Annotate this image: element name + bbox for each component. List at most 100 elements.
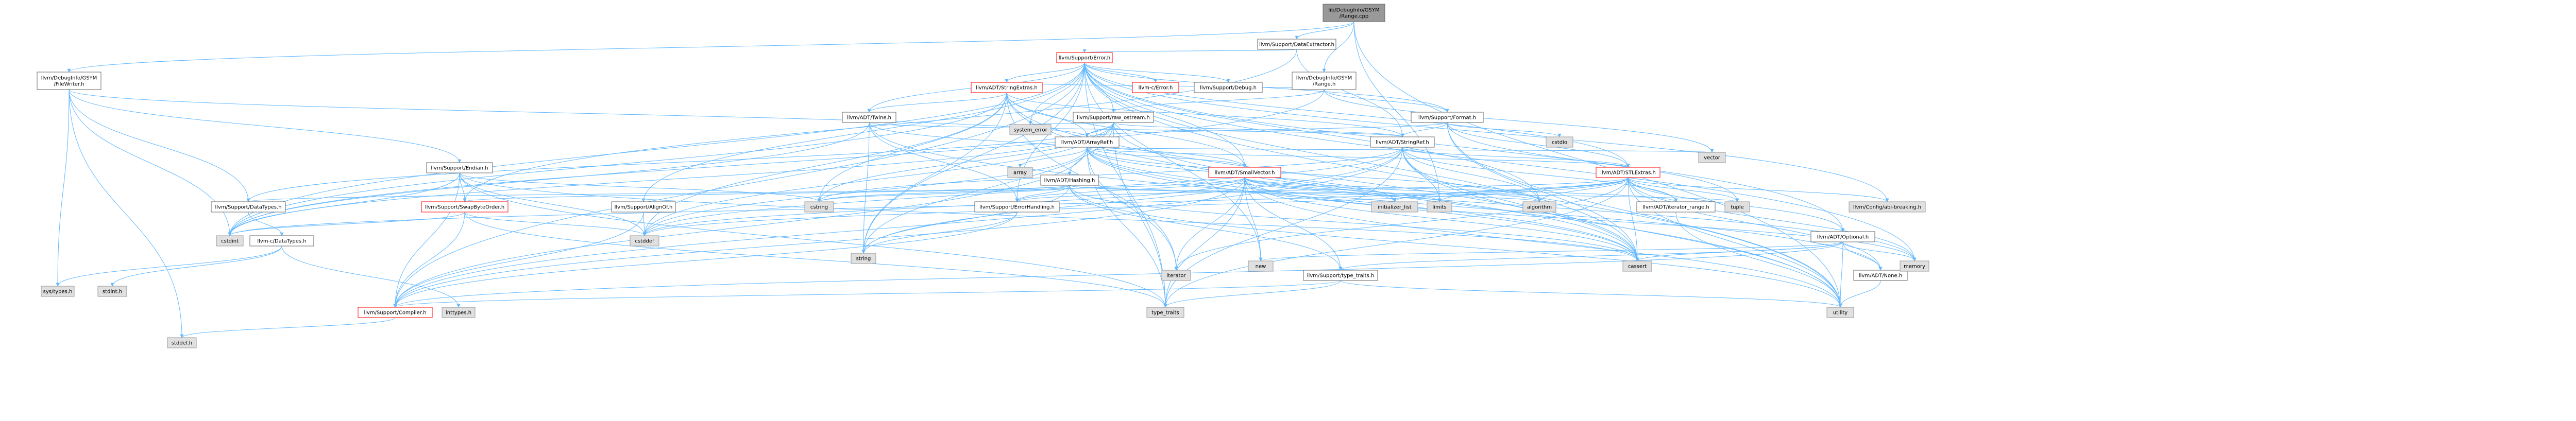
node-box bbox=[1257, 39, 1336, 50]
edge-string-extras-to-cstring bbox=[817, 92, 1007, 202]
node-box bbox=[1132, 82, 1179, 93]
node-label: system_error bbox=[1013, 128, 1047, 133]
edge-small-vector-to-type-traits-std bbox=[1163, 177, 1245, 308]
edge-string-extras-to-small-vector bbox=[1006, 92, 1247, 168]
node-type-traits[interactable]: llvm/Support/type_traits.h bbox=[1303, 270, 1378, 281]
edge-hashing-to-error-handling bbox=[1015, 185, 1070, 202]
node-cstdio: cstdio bbox=[1546, 136, 1573, 148]
node-cerror[interactable]: llvm-c/Error.h bbox=[1132, 82, 1179, 93]
node-cstdint: cstdint bbox=[216, 235, 244, 247]
node-tuple: tuple bbox=[1724, 201, 1750, 213]
node-none[interactable]: llvm/ADT/None.h bbox=[1853, 270, 1908, 281]
node-label: llvm/Support/DataTypes.h bbox=[215, 205, 281, 210]
edge-align-of-to-cstddef bbox=[642, 212, 647, 236]
node-iterator: iterator bbox=[1161, 270, 1191, 281]
node-cdata-types[interactable]: llvm-c/DataTypes.h bbox=[249, 235, 314, 247]
node-label: llvm/Support/raw_ostream.h bbox=[1077, 115, 1150, 121]
edge-compiler-to-stddef-h bbox=[180, 317, 396, 338]
edge-error-handling-to-compiler bbox=[393, 212, 1018, 308]
node-gsym-range[interactable]: llvm/DebugInfo/GSYM/Range.h bbox=[1292, 72, 1357, 90]
edge-string-ref-to-utility bbox=[1402, 147, 1842, 308]
edge-format-to-cassert bbox=[1447, 122, 1639, 261]
edge-root-to-limits bbox=[1353, 21, 1442, 202]
edge-string-ref-to-cstddef bbox=[642, 147, 1403, 236]
edge-stlextras-to-none bbox=[1628, 177, 1883, 271]
node-label: cstdint bbox=[221, 239, 239, 244]
edge-data-extractor-to-string-ref bbox=[1296, 49, 1404, 137]
node-label: tuple bbox=[1731, 205, 1744, 210]
edge-error-to-debug bbox=[1084, 62, 1230, 83]
edge-array-ref-to-iterator bbox=[1087, 147, 1178, 271]
edge-stlextras-to-config-abi bbox=[1628, 177, 1889, 202]
edge-swap-byte-order-to-cstddef bbox=[464, 212, 647, 236]
edge-error-to-stlextras bbox=[1084, 62, 1630, 168]
node-cstddef: cstddef bbox=[630, 235, 659, 247]
node-label: type_traits bbox=[1151, 310, 1179, 316]
edge-cdata-types-to-stdint-h bbox=[110, 245, 282, 287]
node-label: llvm/Support/SwapByteOrder.h bbox=[425, 205, 504, 210]
node-label: llvm/Config/abi-breaking.h bbox=[1853, 205, 1921, 210]
node-label: llvm/ADT/StringExtras.h bbox=[976, 85, 1038, 91]
edge-optional-to-cassert bbox=[1635, 241, 1843, 261]
edge-string-ref-to-iterator-range bbox=[1402, 147, 1678, 202]
edge-small-vector-to-utility bbox=[1244, 177, 1842, 308]
dependency-edges bbox=[56, 21, 1917, 338]
node-string-ref[interactable]: llvm/ADT/StringRef.h bbox=[1370, 136, 1435, 148]
node-iterator-range[interactable]: llvm/ADT/iterator_range.h bbox=[1636, 201, 1716, 213]
edge-raw-ostream-to-system-error bbox=[1029, 121, 1114, 125]
node-label: llvm/DebugInfo/GSYM bbox=[41, 76, 97, 81]
edge-format-to-tuple bbox=[1447, 122, 1739, 202]
node-align-of[interactable]: llvm/Support/AlignOf.h bbox=[611, 201, 676, 213]
node-stddef-h: stddef.h bbox=[167, 337, 197, 348]
node-label: utility bbox=[1833, 310, 1848, 316]
edge-small-vector-to-cstring bbox=[817, 177, 1245, 202]
node-swap-byte-order[interactable]: llvm/Support/SwapByteOrder.h bbox=[421, 201, 509, 213]
edge-swap-byte-order-to-compiler bbox=[393, 212, 465, 308]
edge-string-extras-to-string bbox=[861, 92, 1007, 254]
edge-cdata-types-to-inttypes-h bbox=[281, 245, 461, 308]
node-box bbox=[1055, 136, 1120, 148]
node-box bbox=[1040, 174, 1099, 186]
edge-array-ref-to-stlextras bbox=[1087, 147, 1630, 168]
node-initializer-list: initializer_list bbox=[1371, 201, 1418, 213]
node-box bbox=[167, 337, 197, 348]
edge-array-ref-to-compiler bbox=[393, 147, 1088, 308]
edge-optional-to-compiler bbox=[393, 241, 1843, 308]
node-endian[interactable]: llvm/Support/Endian.h bbox=[426, 162, 493, 173]
node-array-ref[interactable]: llvm/ADT/ArrayRef.h bbox=[1055, 136, 1120, 148]
node-raw-ostream[interactable]: llvm/Support/raw_ostream.h bbox=[1073, 112, 1154, 123]
node-error[interactable]: llvm/Support/Error.h bbox=[1056, 52, 1113, 63]
edge-stlextras-to-memory bbox=[1628, 177, 1917, 261]
edge-small-vector-to-type-traits bbox=[1244, 177, 1343, 271]
node-label: cassert bbox=[1628, 264, 1647, 270]
node-box bbox=[1724, 201, 1750, 213]
edge-format-to-stlextras bbox=[1447, 122, 1630, 168]
node-box bbox=[1810, 231, 1875, 242]
node-box bbox=[249, 235, 314, 247]
edge-type-traits-to-type-traits-std bbox=[1163, 280, 1341, 308]
node-label: llvm/Support/Format.h bbox=[1418, 115, 1476, 121]
edge-optional-to-memory bbox=[1842, 241, 1917, 261]
node-hashing[interactable]: llvm/ADT/Hashing.h bbox=[1040, 174, 1099, 186]
node-error-handling[interactable]: llvm/Support/ErrorHandling.h bbox=[974, 201, 1060, 213]
node-file-writer[interactable]: llvm/DebugInfo/GSYM/FileWriter.h bbox=[37, 72, 101, 90]
node-data-extractor[interactable]: llvm/Support/DataExtractor.h bbox=[1257, 39, 1336, 50]
node-twine[interactable]: llvm/ADT/Twine.h bbox=[842, 112, 896, 123]
node-debug[interactable]: llvm/Support/Debug.h bbox=[1194, 82, 1263, 93]
edge-type-traits-to-utility bbox=[1340, 280, 1842, 308]
node-array: array bbox=[1007, 167, 1033, 178]
edge-small-vector-to-algorithm bbox=[1244, 177, 1541, 202]
node-small-vector[interactable]: llvm/ADT/SmallVector.h bbox=[1208, 167, 1281, 178]
edge-format-to-utility bbox=[1447, 122, 1842, 308]
node-support-data-types[interactable]: llvm/Support/DataTypes.h bbox=[211, 201, 286, 213]
node-optional[interactable]: llvm/ADT/Optional.h bbox=[1810, 231, 1875, 242]
node-label: initializer_list bbox=[1378, 205, 1412, 210]
node-compiler[interactable]: llvm/Support/Compiler.h bbox=[358, 307, 433, 318]
node-string-extras[interactable]: llvm/ADT/StringExtras.h bbox=[971, 82, 1043, 93]
edge-string-ref-to-cassert bbox=[1402, 147, 1639, 261]
edge-array-ref-to-array bbox=[1018, 147, 1088, 168]
node-format[interactable]: llvm/Support/Format.h bbox=[1411, 112, 1484, 123]
node-box bbox=[1073, 112, 1154, 123]
node-stlextras[interactable]: llvm/ADT/STLExtras.h bbox=[1596, 167, 1660, 178]
node-label: llvm-c/DataTypes.h bbox=[257, 239, 306, 244]
